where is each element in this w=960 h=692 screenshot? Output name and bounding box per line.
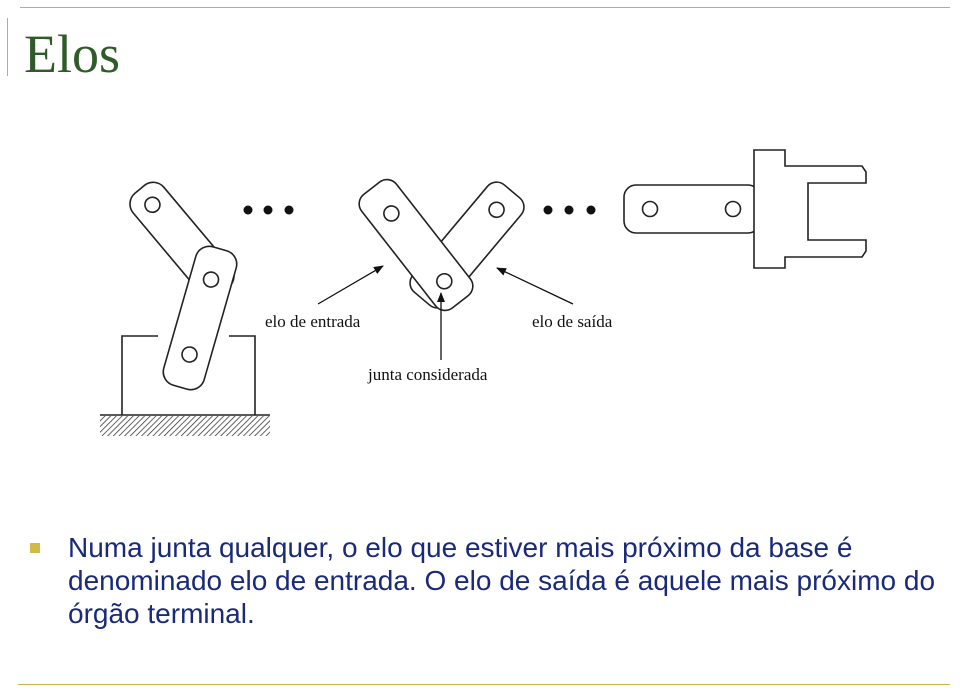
end-link [623,184,761,234]
top-rule [20,7,950,8]
gripper-icon [753,149,867,269]
dots-icon [243,205,294,215]
slide-title: Elos [24,24,121,84]
base-block [121,335,256,415]
output-link-label: elo de saída [532,312,613,331]
square-bullet-icon [30,543,40,553]
bullet-text: Numa junta qualquer, o elo que estiver m… [68,532,936,629]
input-link-label: elo de entrada [265,312,361,331]
input-link-arrow [317,265,384,305]
ground-hatch [100,416,270,436]
dots-icon [543,205,596,215]
output-link-arrow [496,267,574,305]
bottom-rule [18,684,950,685]
links-diagram: elo de entrada elo de saída junta consid… [100,149,867,436]
left-rule [7,18,8,76]
base-link-lower [162,245,238,391]
input-link [358,178,474,312]
joint-label: junta considerada [367,365,488,384]
